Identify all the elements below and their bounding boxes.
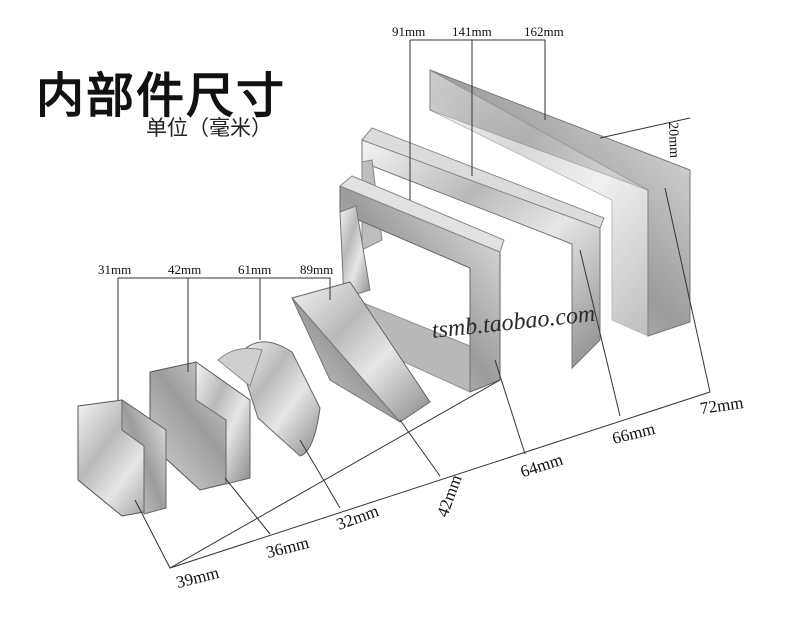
cutter-half-circle xyxy=(217,341,321,457)
top-label-61: 61mm xyxy=(238,262,272,277)
top-label-89: 89mm xyxy=(300,262,334,277)
top-label-162: 162mm xyxy=(524,24,564,39)
page-subtitle: 单位（毫米） xyxy=(146,116,272,140)
top-label-31: 31mm xyxy=(98,262,132,277)
cutter-square-small xyxy=(77,399,167,517)
cutter-triangle xyxy=(291,281,431,423)
top-label-42: 42mm xyxy=(168,262,202,277)
height-label: 20mm xyxy=(665,122,682,159)
cutter-rect-small xyxy=(339,175,505,393)
top-label-91: 91mm xyxy=(392,24,426,39)
top-label-141: 141mm xyxy=(452,24,492,39)
cutter-rect-large xyxy=(429,69,691,337)
cutter-square xyxy=(149,361,251,491)
page-title: 内部件尺寸 xyxy=(36,68,287,124)
dimension-lines-top xyxy=(117,39,691,400)
dimension-lines-bottom xyxy=(134,187,711,569)
